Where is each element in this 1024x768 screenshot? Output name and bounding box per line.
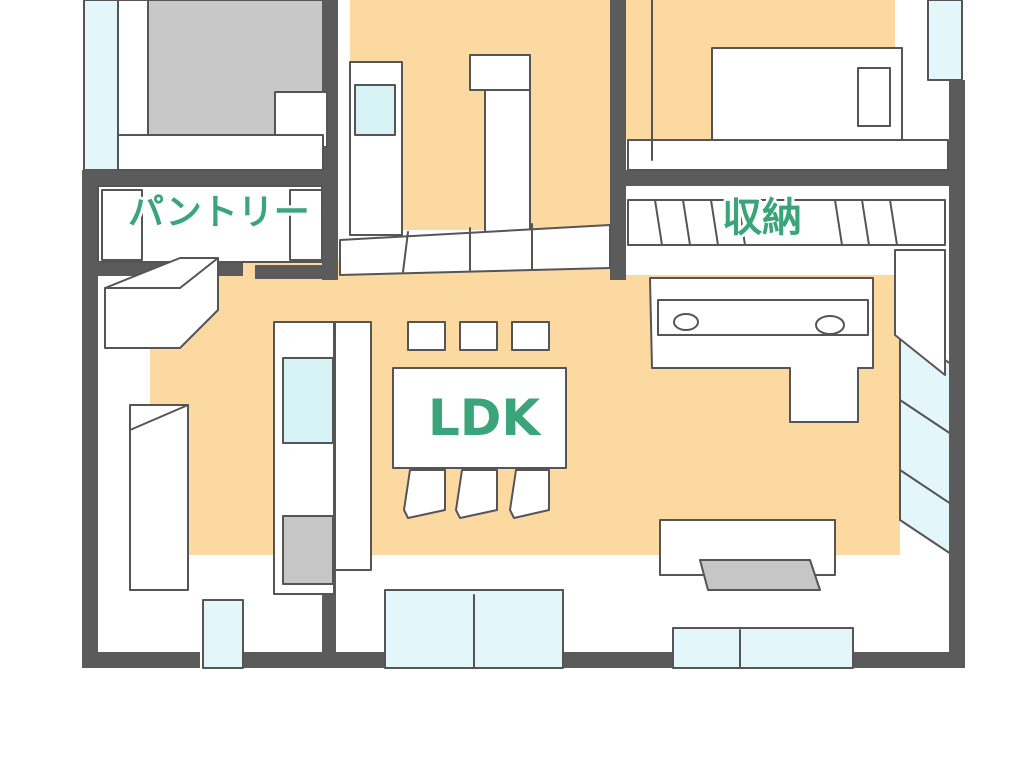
right-side-wall-panel	[894, 249, 946, 376]
pantry-floor	[97, 185, 323, 263]
window-bottom-right	[672, 627, 854, 669]
window-top-right	[927, 0, 963, 81]
bed-pillow	[857, 67, 891, 127]
pantry-shelf-left	[101, 189, 143, 261]
sofa-cushion-left	[673, 313, 699, 331]
dining-table	[392, 367, 567, 469]
left-cabinet	[129, 404, 189, 591]
window-top-left	[83, 0, 119, 171]
kitchen-tall-unit-window	[282, 357, 334, 444]
upper-right-room-floor-band	[627, 139, 949, 171]
pantry-label: パントリー	[128, 192, 310, 233]
tall-fridge-window	[354, 84, 396, 136]
pantry-shelf-right	[289, 189, 323, 261]
window-bottom-left	[202, 599, 244, 669]
upper-left-room-floor-band	[117, 134, 324, 171]
kitchen-side-panel	[334, 321, 372, 571]
tv-rug	[699, 559, 821, 591]
storage-label: 収納	[722, 195, 802, 241]
ldk-label: LDK	[428, 389, 541, 447]
storage-floor	[627, 199, 946, 246]
dining-chairs-top	[407, 321, 550, 351]
kitchen-tall-unit-gray-panel	[282, 515, 334, 585]
storage-shelf-slats	[654, 199, 898, 246]
column-top	[469, 54, 531, 91]
dining-chairs-bottom	[403, 469, 550, 519]
sofa-cushion-right	[815, 315, 845, 335]
